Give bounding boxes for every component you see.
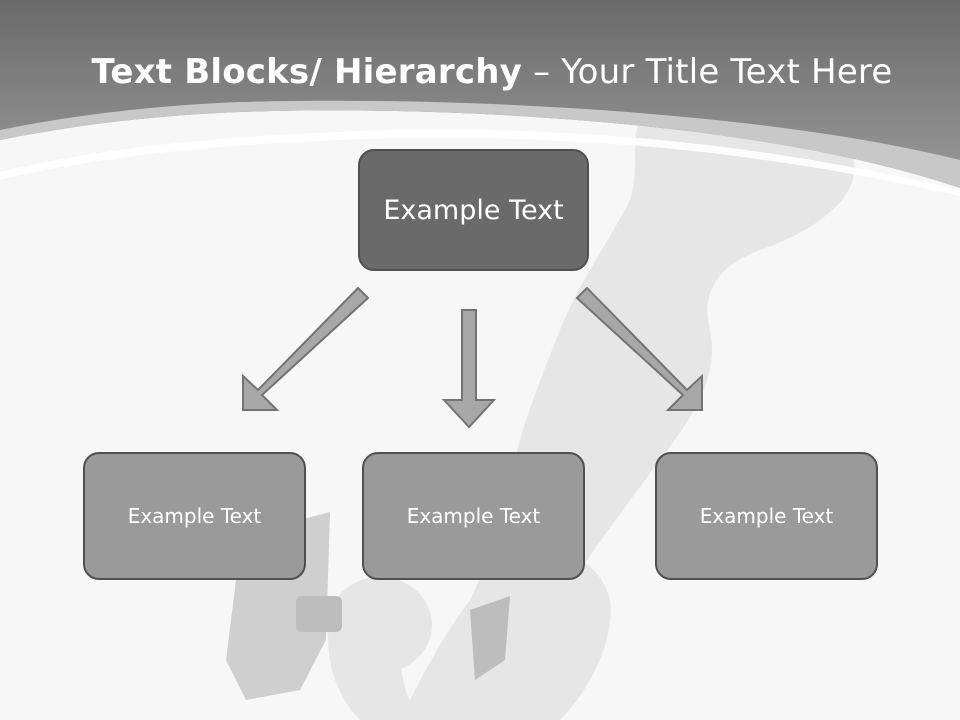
title-bold: Text Blocks/ Hierarchy: [91, 52, 522, 92]
child-box-left: Example Text: [83, 452, 306, 580]
child-text-center: Example Text: [406, 504, 541, 528]
page-title: Text Blocks/ Hierarchy – Your Title Text…: [0, 52, 960, 92]
header-band: [0, 0, 960, 188]
child-box-right: Example Text: [655, 452, 878, 580]
top-level-box: Example Text: [358, 149, 589, 271]
child-box-center: Example Text: [362, 452, 585, 580]
header-swoosh: [0, 100, 960, 188]
top-level-text: Example Text: [383, 194, 564, 226]
title-rest: Your Title Text Here: [561, 52, 893, 92]
child-text-right: Example Text: [699, 504, 834, 528]
title-separator: –: [522, 52, 562, 92]
child-text-left: Example Text: [127, 504, 262, 528]
